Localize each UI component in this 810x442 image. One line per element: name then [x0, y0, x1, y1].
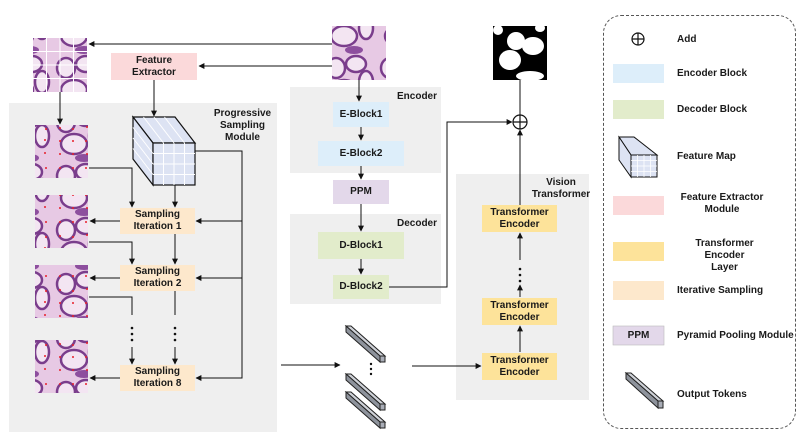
legend-label-iterative: Iterative Sampling — [677, 285, 764, 296]
legend-label-feature-map: Feature Map — [677, 151, 736, 162]
sampled-image-iter1 — [35, 195, 88, 248]
sampling-iteration-2: Sampling Iteration 2 — [120, 265, 195, 291]
encoder-title: Encoder — [397, 91, 438, 102]
legend-label-ppm: Pyramid Pooling Module — [677, 330, 794, 341]
sampled-image-iter8 — [35, 340, 88, 393]
legend-label-decoder: Decoder Block — [677, 104, 748, 115]
legend-label-add: Add — [677, 34, 697, 45]
legend — [603, 15, 796, 429]
feature-map-cube — [131, 115, 197, 187]
output-token-1 — [344, 324, 387, 364]
transformer-encoder-top: Transformer Encoder — [482, 205, 557, 232]
sampled-image-initial — [35, 125, 88, 178]
transformer-encoder-middle: Transformer Encoder — [482, 298, 557, 325]
tokens-ellipsis — [369, 362, 373, 376]
e-block-1: E-Block1 — [333, 102, 389, 127]
psm-title: Progressive Sampling Module — [213, 108, 272, 143]
psm-ellipsis — [130, 326, 177, 342]
legend-ppm-swatch-text: PPM — [627, 329, 650, 341]
sampled-image-iter2 — [35, 265, 88, 318]
output-token-2 — [344, 372, 387, 412]
output-token-3 — [344, 390, 387, 430]
sampling-iteration-8: Sampling Iteration 8 — [120, 365, 195, 391]
vit-title: Vision Transformer — [531, 177, 591, 200]
sampling-iteration-1: Sampling Iteration 1 — [120, 208, 195, 234]
decoder-title: Decoder — [397, 218, 438, 229]
segmentation-mask-output — [493, 24, 547, 81]
transformer-encoder-bottom: Transformer Encoder — [482, 353, 557, 380]
patch-grid-image — [33, 38, 87, 92]
input-histology-image — [332, 26, 386, 80]
add-icon — [512, 114, 528, 130]
legend-label-output-tokens: Output Tokens — [677, 389, 747, 400]
legend-label-transformer: Transformer Encoder Layer — [695, 238, 754, 273]
e-block-2: E-Block2 — [318, 141, 404, 166]
ppm-box: PPM — [333, 180, 389, 204]
vit-ellipsis — [518, 267, 522, 283]
feature-extractor-box: Feature Extractor — [111, 53, 197, 80]
legend-label-feature-extractor: Feature Extractor Module — [680, 192, 764, 215]
legend-label-encoder: Encoder Block — [677, 68, 748, 79]
d-block-2: D-Block2 — [333, 275, 389, 299]
d-block-1: D-Block1 — [318, 232, 404, 259]
connectors — [57, 41, 523, 381]
